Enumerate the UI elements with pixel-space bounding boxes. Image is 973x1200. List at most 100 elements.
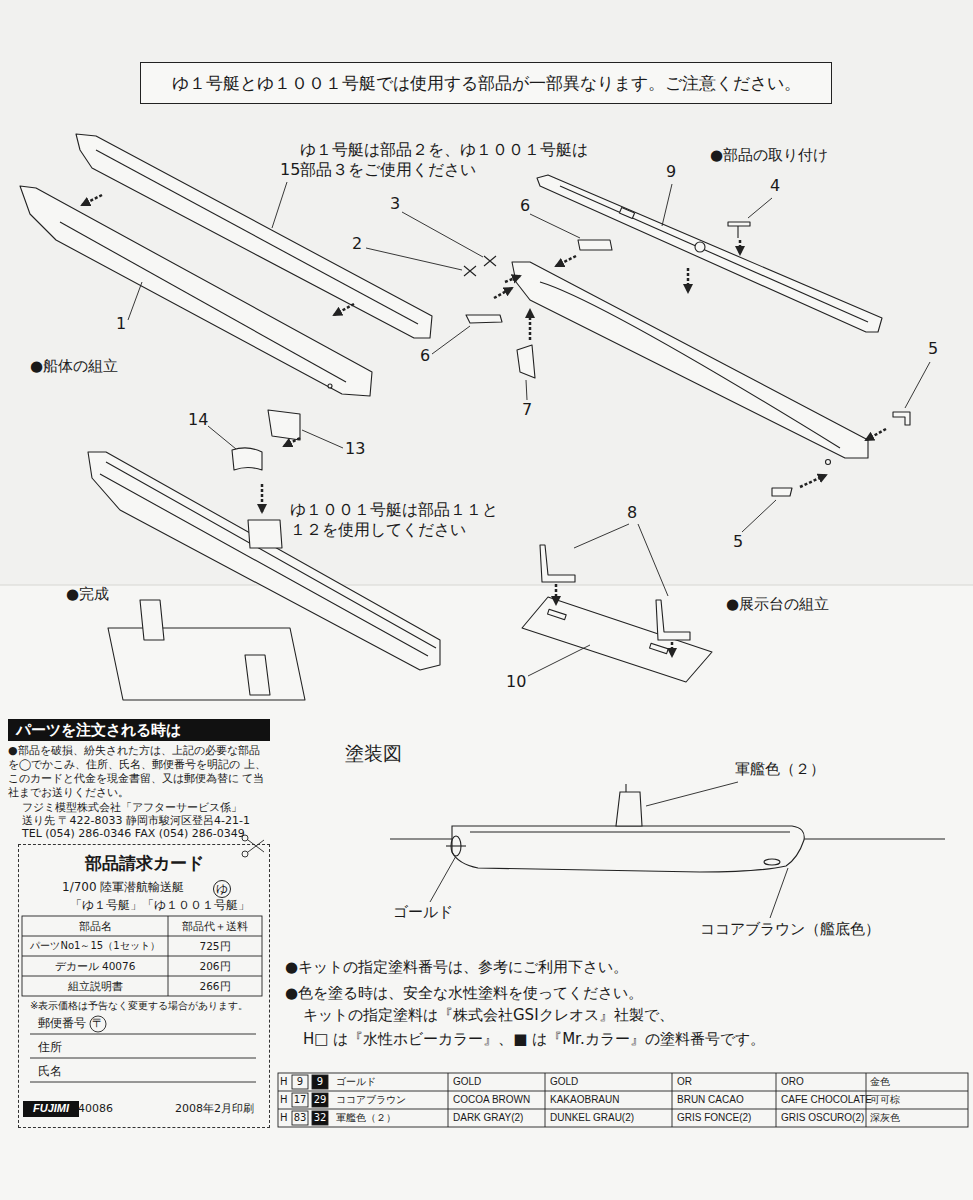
parts-drawing [20,134,910,700]
table-cell: 29 [312,1091,328,1109]
note-text: ●完成 [66,585,109,604]
table-cell: 725円 [168,936,262,956]
deck-part [537,175,882,332]
table-cell: ココアブラウン [336,1091,446,1109]
assembly-arrow [261,484,264,512]
deck-line [560,186,868,322]
hull-detail [826,460,831,465]
stand-support [245,655,270,695]
paint-table [278,1073,968,1127]
part [578,240,612,250]
hull-line [100,462,436,656]
stand-slot [548,609,567,619]
table-cell: 9 [312,1073,328,1091]
assembly-arrow [494,288,512,298]
leader-line [770,868,788,918]
table-cell: H [280,1073,290,1091]
write-line [30,1034,256,1035]
table-rule [448,1073,449,1127]
note-text: 氏名 [38,1064,62,1079]
leader-line [208,426,236,449]
callout-number: 10 [506,672,526,692]
note-text: ココアブラウン（艦底色） [700,920,880,939]
rudder-part [517,345,535,378]
table-cell: 83 [292,1109,308,1127]
leader-line [528,645,590,676]
callout-number: 15 [280,160,300,180]
leader-line [530,214,580,238]
callout-number: 5 [733,532,743,552]
notice-box-text: ゆ１号艇とゆ１００１号艇では使用する部品が一部異なります。ご注意ください。 [172,73,801,93]
postal-circle [90,1016,106,1032]
assembly-arrow [334,304,354,315]
assembly-arrow [555,584,558,604]
leader-line [526,380,527,400]
assembly-arrow [866,429,886,440]
note-text: 送り先 〒422-8033 静岡市駿河区登呂4-21-1 [22,814,250,828]
tower-part [232,448,262,470]
table-rule [22,956,262,957]
table-cell: H [280,1109,290,1127]
deck-hatch [695,242,705,252]
note-text: ※表示価格は予告なく変更する場合があります。 [30,1000,248,1013]
scissors [242,851,248,857]
note-text: 1/700 陸軍潜航輸送艇 [62,880,184,895]
stand-support [540,545,575,582]
note-text: フジミ模型株式会社「アフターサービス係」 [22,801,242,815]
note-text: H□ は『水性ホビーカラー』、■ は『Mr.カラー』の塗料番号です。 [303,1030,765,1049]
maker-logo: FUJIMI [23,1101,79,1117]
scissors [248,840,264,852]
note-text: 「ゆ１号艇」「ゆ１００１号艇」 [70,898,250,913]
leader-line [646,782,738,806]
assembly-arrow [556,256,576,266]
leader-lines [128,182,930,918]
table-cell: 部品名 [22,916,168,936]
table-cell: H [280,1091,290,1109]
table-cell: GOLD [550,1073,672,1091]
conning-tower [248,520,282,548]
completed-hull [88,452,440,670]
note-text: 2008年2月印刷 [175,1102,254,1116]
propeller [484,256,496,266]
table-cell: 9 [292,1073,308,1091]
tower-part [268,410,300,440]
note-text: キットの指定塗料は『株式会社GSIクレオス』社製で、 [303,1006,674,1025]
leader-line [366,248,462,270]
assembly-arrow [800,475,826,487]
submarine-side [452,826,804,872]
assembly-arrow [284,438,300,446]
part [728,222,750,238]
table-cell: 17 [292,1091,308,1109]
leader-line [402,212,483,257]
hull-line [540,282,840,448]
callout-number: 3 [390,194,400,214]
note-text: ●展示台の組立 [726,595,829,614]
table-cell: ORO [781,1073,866,1091]
callout-number: 6 [420,346,430,366]
note-text: ゴールド [393,903,453,922]
note-text: ●部品を破損、紛失された方は、上記の必要な部品 を◯でかこみ、住所、氏名、郵便番… [8,744,272,800]
table-rule [168,916,169,996]
note-text: 住所 [38,1040,62,1055]
table-rule [22,976,262,977]
table-cell: ゴールド [336,1073,446,1091]
table-cell: DARK GRAY(2) [453,1109,545,1127]
table-cell: 金色 [870,1073,968,1091]
part [772,488,792,496]
leader-line [272,182,287,228]
table-cell: 部品代＋送料 [168,916,262,936]
note-text: ●船体の組立 [30,357,118,376]
table-cell: 軍艦色（２） [336,1109,446,1127]
table-cell: 可可棕 [870,1091,968,1109]
leader-line [905,362,930,408]
callout-number: 2 [352,234,362,254]
hull-detail [764,859,780,865]
hull-half [20,186,372,396]
leader-line [430,856,456,902]
mast [625,784,626,792]
note-text: ●部品の取り付け [710,146,828,165]
stand-support [140,600,164,640]
table-cell: 組立説明書 [22,976,168,996]
callout-number: 1 [116,314,126,334]
assembly-arrows [82,195,886,656]
